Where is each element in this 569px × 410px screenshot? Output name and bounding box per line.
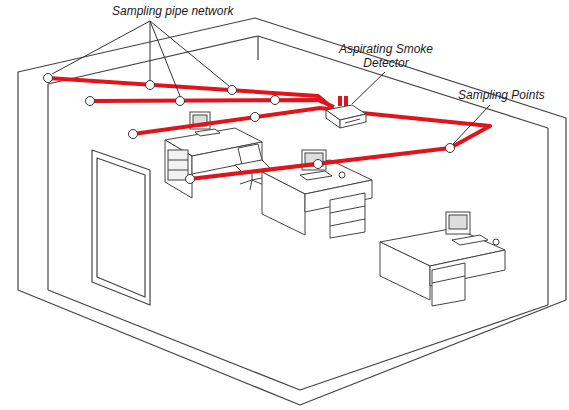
callout-label: Sampling pipe network: [112, 4, 233, 18]
callout-label: Aspirating Smoke Detector: [338, 42, 434, 70]
callout-label: Sampling Points: [458, 88, 545, 102]
